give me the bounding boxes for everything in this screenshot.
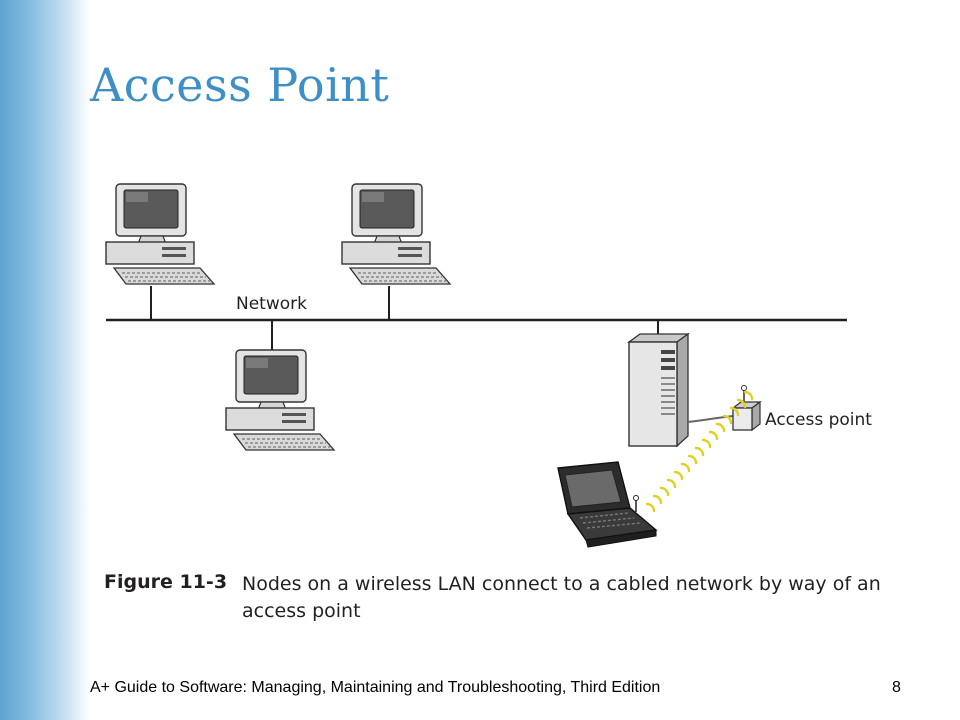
tower-server-icon xyxy=(627,332,690,448)
figure-label: Figure 11-3 xyxy=(104,571,228,593)
slide-side-gradient xyxy=(0,0,90,720)
desktop-computer-icon xyxy=(341,183,451,285)
page-number: 8 xyxy=(892,679,901,696)
figure-caption: Nodes on a wireless LAN connect to a cab… xyxy=(242,573,881,622)
desktop-computer-icon xyxy=(105,183,215,285)
desktop-computer-icon xyxy=(225,349,335,451)
footer-book-title: A+ Guide to Software: Managing, Maintain… xyxy=(90,679,661,696)
laptop-icon xyxy=(557,461,658,548)
wireless-signal-icon xyxy=(645,390,754,513)
network-label: Network xyxy=(236,294,307,314)
access-point-label: Access point xyxy=(765,410,872,430)
slide-title: Access Point xyxy=(90,58,390,112)
